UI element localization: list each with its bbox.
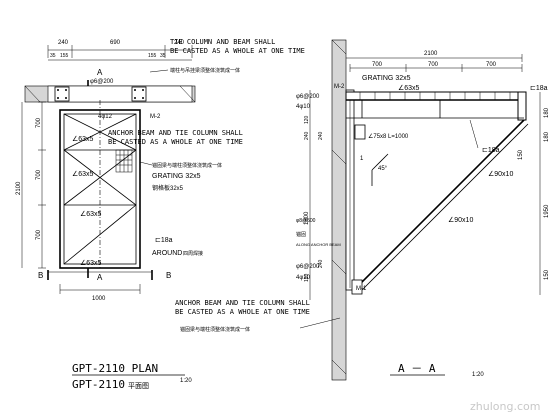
svg-text:240: 240: [318, 131, 324, 140]
svg-text:35: 35: [50, 53, 56, 59]
section-brace-2: ∠90x10: [448, 216, 473, 224]
section-stirrup-mid: φ8@500: [296, 218, 316, 224]
svg-text:150: 150: [544, 269, 550, 280]
section-channel-top: ⊏18a: [530, 85, 548, 92]
section-bar-bot: 4φ10: [296, 275, 311, 281]
plan-dim-240-left: 240: [58, 40, 69, 46]
section-bar-top: 4φ10: [296, 104, 311, 110]
plan-around: AROUND: [152, 250, 182, 257]
plan-around-cn: 四周焊接: [183, 250, 203, 257]
section-anchor-tag: 锚固: [296, 231, 306, 238]
section-brace-1: ∠90x10: [488, 170, 513, 178]
svg-text:1800: 1800: [304, 211, 310, 225]
section-marker-a-bottom: A: [97, 273, 103, 282]
concrete-wall: [331, 39, 347, 381]
svg-text:700: 700: [486, 62, 497, 68]
plan-dim-240-right: 240: [174, 40, 185, 46]
section-dim-2100: 2100: [424, 51, 438, 57]
svg-text:150: 150: [518, 149, 524, 160]
plan-scale: 1:20: [180, 378, 192, 384]
section-marker-a-top: A: [97, 68, 103, 77]
section-marker-b-left: B: [38, 271, 43, 280]
svg-text:180: 180: [544, 131, 550, 142]
section-anchor-note-line1: ANCHOR BEAM AND TIE COLUMN SHALL: [175, 299, 310, 307]
svg-text:700: 700: [36, 117, 42, 128]
svg-text:700: 700: [372, 62, 383, 68]
plan-angle-3: ∠63x5: [80, 210, 102, 218]
anchor-note-line1: ANCHOR BEAM AND TIE COLUMN SHALL: [108, 129, 243, 137]
svg-text:700: 700: [36, 169, 42, 180]
svg-text:180: 180: [544, 107, 550, 118]
svg-text:35: 35: [160, 53, 166, 59]
section-stirrup-top: φ6@200: [296, 94, 320, 100]
svg-text:155: 155: [60, 53, 69, 59]
plan-channel: ⊏18a: [155, 237, 173, 244]
grating-ticks: [359, 92, 511, 100]
section-anchor-note-cn: 锚固梁与端柱须整体浇筑成一体: [180, 326, 250, 333]
plan-title: GPT-2110 PLAN: [72, 362, 158, 375]
grating-hatch: [115, 149, 133, 173]
plan-dim-690: 690: [110, 40, 121, 46]
plan-angle-4: ∠63x5: [80, 259, 102, 267]
svg-text:120: 120: [304, 115, 310, 124]
section-channel-mid: ⊏18a: [482, 147, 500, 154]
svg-text:1950: 1950: [544, 204, 550, 218]
svg-text:155: 155: [148, 53, 157, 59]
plan-stirrup: φ6@200: [90, 79, 114, 85]
plan-dim-1000: 1000: [92, 296, 106, 302]
tie-note-line2: BE CASTED AS A WHOLE AT ONE TIME: [170, 47, 305, 55]
watermark: zhulong.com: [470, 400, 540, 413]
section-angle-cleat: ∠75x8 L=1000: [368, 133, 409, 140]
svg-text:240: 240: [304, 131, 310, 140]
svg-text:240: 240: [318, 259, 324, 268]
plan-grating: GRATING 32x5: [152, 173, 201, 180]
section-stirrup-bot: φ6@200: [296, 264, 320, 270]
anchor-note-cn: 锚固梁与端柱须整体浇筑成一体: [152, 162, 222, 169]
plan-m2: M-2: [150, 114, 161, 120]
plan-subtitle: GPT-2110: [72, 378, 125, 391]
section-anchor-beam: ALONG ANCHOR BEAM: [296, 242, 341, 247]
plan-angle-1: ∠63x5: [72, 135, 94, 143]
section-angle-top: ∠63x5: [398, 84, 420, 92]
section-scale: 1:20: [472, 372, 484, 378]
svg-text:700: 700: [428, 62, 439, 68]
plan-view: 240 690 240 35 155 155 35 A TIE COLUMN A…: [16, 38, 305, 391]
section-marker-b-right: B: [166, 271, 171, 280]
section-m1: M-1: [356, 286, 367, 292]
section-anchor-note-line2: BE CASTED AS A WHOLE AT ONE TIME: [175, 308, 310, 316]
plan-subtitle-cn: 平面图: [128, 382, 149, 390]
plan-angle-2: ∠63x5: [72, 170, 94, 178]
section-unit-1: 1: [360, 156, 364, 162]
svg-text:120: 120: [304, 273, 310, 282]
svg-text:700: 700: [36, 229, 42, 240]
tie-note-line1: TIE COLUMN AND BEAM SHALL: [170, 38, 275, 46]
section-aa-view: 2100 700 700 700: [175, 39, 550, 381]
plan-grating-cn: 钢格板32x5: [152, 184, 184, 192]
plan-main-bar: 4φ12: [98, 114, 113, 120]
anchor-note-line2: BE CASTED AS A WHOLE AT ONE TIME: [108, 138, 243, 146]
svg-text:2100: 2100: [16, 181, 22, 195]
section-grating: GRATING 32x5: [362, 75, 411, 82]
section-angle-45: 45°: [378, 166, 388, 172]
tie-note-cn: 端柱与吊挂梁须整体浇筑成一体: [170, 67, 240, 74]
section-m2: M-2: [334, 84, 345, 90]
section-title: A － A: [398, 362, 436, 375]
